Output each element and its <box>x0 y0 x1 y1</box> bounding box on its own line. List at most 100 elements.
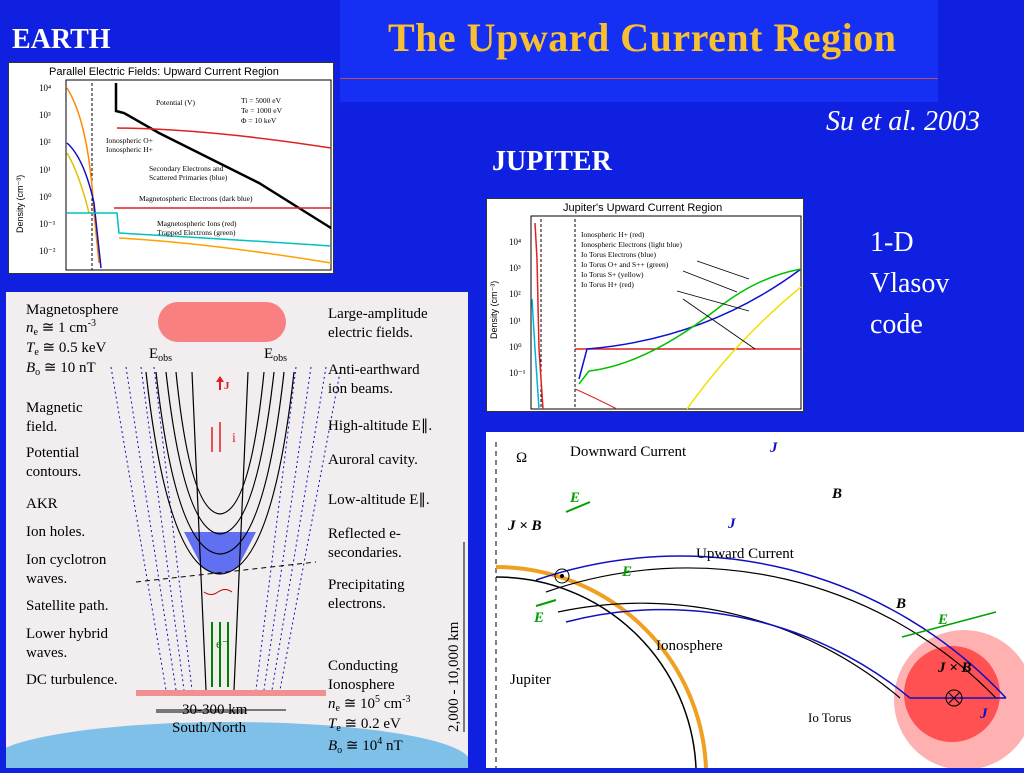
jupiter-torus-s <box>686 286 802 410</box>
jupiter-lower-red <box>574 388 618 410</box>
earth-label: EARTH <box>12 24 111 55</box>
jupiter-label-diagram: Jupiter <box>510 672 551 688</box>
schematic-right-labels: Large-amplitude electric fields. Anti-ea… <box>328 306 432 756</box>
jupiter-legend-5: Io Torus H+ (red) <box>581 280 634 289</box>
earth-param-ti: Ti = 5000 eV <box>241 96 282 105</box>
earth-param-te: Te = 1000 eV <box>241 106 283 115</box>
left-label-7: waves. <box>26 571 67 587</box>
right-label-1: electric fields. <box>328 325 413 341</box>
ionosphere-label: Ionosphere <box>656 638 723 654</box>
earth-yticks: 10⁴ 10³ 10² 10¹ 10⁰ 10⁻¹ 10⁻² <box>39 83 56 256</box>
earth-ytick-5: 10⁻¹ <box>39 219 56 229</box>
jupiter-label: JUPITER <box>492 146 612 177</box>
schematic-left-labels: Magnetic field. Potential contours. AKR … <box>26 400 118 688</box>
left-label-5: Ion holes. <box>26 524 85 540</box>
earth-anno-trapped: Trapped Electrons (green) <box>157 228 236 237</box>
earth-ionospheric-o <box>66 87 100 264</box>
label-bo-bot: Bo ≅ 104 nT <box>328 736 403 756</box>
earth-anno-potential: Potential (V) <box>156 98 195 107</box>
earth-plot-svg: Parallel Electric Fields: Upward Current… <box>15 66 332 271</box>
width-label: 30-300 km <box>182 702 248 718</box>
eobs-right: Eobs <box>264 346 287 364</box>
jxb-label-left: J × B <box>507 518 542 534</box>
io-torus-label: Io Torus <box>808 710 851 725</box>
earth-anno-mag-electrons: Magnetospheric Electrons (dark blue) <box>139 194 253 203</box>
earth-param-phi: Φ = 10 keV <box>241 116 277 125</box>
right-label-7: Reflected e- <box>328 526 401 542</box>
earth-surface <box>0 722 470 773</box>
jupiter-ytick-1: 10³ <box>509 263 521 273</box>
earth-plot-frame <box>65 79 332 271</box>
jupiter-legend-4: Io Torus S+ (yellow) <box>581 270 644 279</box>
auroral-schematic: Magnetosphere ne ≅ 1 cm-3 Te ≅ 0.5 keV B… <box>0 292 470 773</box>
jupiter-plot-svg: Jupiter's Upward Current Region Density … <box>489 202 802 410</box>
right-label-11: Conducting <box>328 658 398 674</box>
label-te-bot: Te ≅ 0.2 eV <box>328 716 401 734</box>
jupiter-surface-arc <box>495 576 697 769</box>
jupiter-ytick-5: 10⁻¹ <box>509 368 526 378</box>
j-label-top: J <box>769 440 778 456</box>
label-ne-top: ne ≅ 1 cm-3 <box>26 318 96 338</box>
j-label: J <box>224 380 230 392</box>
conducting-ionosphere-bar <box>136 690 326 696</box>
left-label-2: Potential <box>26 445 79 461</box>
earth-anno-secondary-1: Secondary Electrons and <box>149 164 224 173</box>
electron-label: e⁻ <box>216 636 229 651</box>
upward-current-blue <box>565 608 911 699</box>
earth-annotations: Potential (V) Ti = 5000 eV Te = 1000 eV … <box>106 96 283 237</box>
earth-ytick-0: 10⁴ <box>39 83 51 93</box>
schematic-svg: Magnetosphere ne ≅ 1 cm-3 Te ≅ 0.5 keV B… <box>0 302 470 773</box>
j-arrowhead <box>216 376 224 382</box>
earth-ytick-2: 10² <box>39 137 51 147</box>
lower-hybrid-waves <box>203 589 233 595</box>
field-line-inner-black <box>557 602 901 699</box>
earth-lower-curve <box>118 237 332 264</box>
earth-magnetospheric-ions <box>116 127 332 149</box>
earth-ytick-6: 10⁻² <box>39 246 56 256</box>
right-label-8: secondaries. <box>328 545 402 561</box>
jupiter-plot-frame <box>530 215 802 410</box>
right-label-6: Low-altitude E∥. <box>328 492 430 508</box>
left-label-11: DC turbulence. <box>26 672 118 688</box>
e-field-arrow-torus <box>901 611 997 638</box>
downward-label: Downward Current <box>570 444 687 460</box>
e-label-top: E <box>569 490 580 506</box>
upward-label: Upward Current <box>696 546 795 562</box>
left-label-8: Satellite path. <box>26 598 108 614</box>
earth-trapped-electrons <box>67 212 332 247</box>
current-diagram-labels: Ω Downward Current Upward Current Ionosp… <box>507 440 988 725</box>
schematic-top-left: Magnetosphere ne ≅ 1 cm-3 Te ≅ 0.5 keV B… <box>26 302 119 378</box>
right-label-12: Ionosphere <box>328 677 395 693</box>
left-label-4: AKR <box>26 496 58 512</box>
right-label-5: Auroral cavity. <box>328 452 418 468</box>
magnetosphere-blob <box>158 302 286 342</box>
left-label-6: Ion cyclotron <box>26 552 107 568</box>
b-label-top: B <box>831 486 842 502</box>
ionosphere-arc <box>495 564 708 769</box>
jupiter-ytick-4: 10⁰ <box>509 342 522 352</box>
jxb-label-right: J × B <box>937 660 972 676</box>
earth-secondary-electrons <box>66 142 102 269</box>
j-label-bottom: J <box>979 706 988 722</box>
jxb-in-symbol <box>945 689 963 707</box>
jupiter-torus-o-s <box>578 268 802 385</box>
jupiter-ytick-0: 10⁴ <box>509 237 521 247</box>
e-label-iono: E <box>533 610 544 626</box>
j-label-mid: J <box>727 516 736 532</box>
right-label-10: electrons. <box>328 596 386 612</box>
jupiter-legend-arrows <box>676 260 756 350</box>
jupiter-ion-electrons <box>531 298 540 410</box>
e-label-torus: E <box>937 612 948 628</box>
jupiter-ytick-3: 10¹ <box>509 316 521 326</box>
earth-anno-mag-ions: Magnetospheric Ions (red) <box>157 219 237 228</box>
earth-ylabel: Density (cm⁻³) <box>15 175 25 233</box>
field-line-outer-black <box>545 567 997 699</box>
ion-label: i <box>232 431 236 446</box>
current-diagram-svg: Ω Downward Current Upward Current Ionosp… <box>495 440 1024 770</box>
earth-potential-curve <box>114 83 332 230</box>
left-label-9: Lower hybrid <box>26 626 109 642</box>
vlasov-note: 1-D Vlasov code <box>870 222 949 345</box>
jxb-out-symbol <box>554 568 570 584</box>
jupiter-legend: Ionospheric H+ (red) Ionospheric Electro… <box>581 230 683 289</box>
jupiter-plot-title: Jupiter's Upward Current Region <box>563 202 722 214</box>
